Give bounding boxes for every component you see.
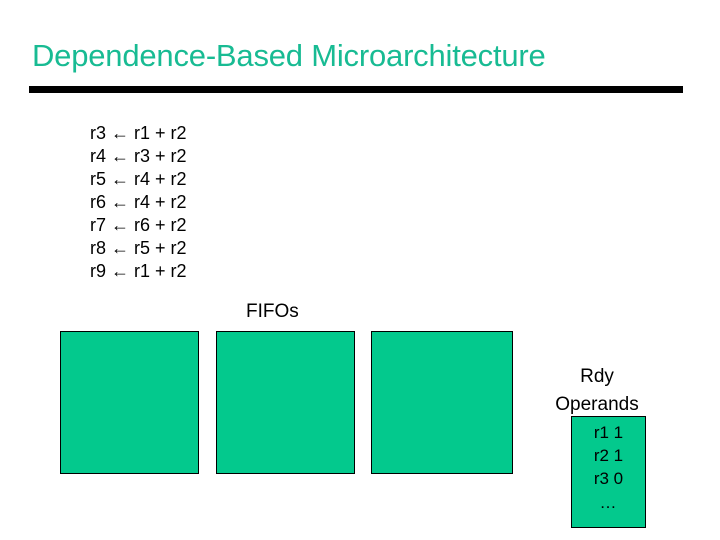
instruction-line: r7 ← r6 + r2 [90, 215, 187, 235]
title-divider [29, 86, 683, 93]
ready-operand-row: r2 1 [593, 446, 624, 465]
fifo-queue-box-1 [60, 331, 199, 474]
ready-operand-row: r3 0 [593, 469, 624, 488]
ready-operand-ellipsis: … [599, 493, 618, 512]
fifo-queue-box-3 [371, 331, 513, 474]
instruction-line: r3 ← r1 + r2 [90, 123, 187, 143]
instruction-line: r6 ← r4 + r2 [90, 192, 187, 212]
page-title: Dependence-Based Microarchitecture [32, 38, 546, 73]
instruction-line: r9 ← r1 + r2 [90, 261, 187, 281]
ready-operands-title-line-1: Rdy [580, 366, 614, 387]
ready-operands-table: r1 1 r2 1 r3 0 … [571, 416, 646, 528]
fifo-queue-box-2 [216, 331, 355, 474]
instruction-line: r8 ← r5 + r2 [90, 238, 187, 258]
instruction-list: r3 ← r1 + r2 r4 ← r3 + r2 r5 ← r4 + r2 r… [90, 122, 187, 283]
ready-operands-title-line-2: Operands [555, 394, 639, 415]
instruction-line: r5 ← r4 + r2 [90, 169, 187, 189]
fifos-label: FIFOs [246, 301, 299, 322]
ready-operand-row: r1 1 [593, 423, 624, 442]
instruction-line: r4 ← r3 + r2 [90, 146, 187, 166]
